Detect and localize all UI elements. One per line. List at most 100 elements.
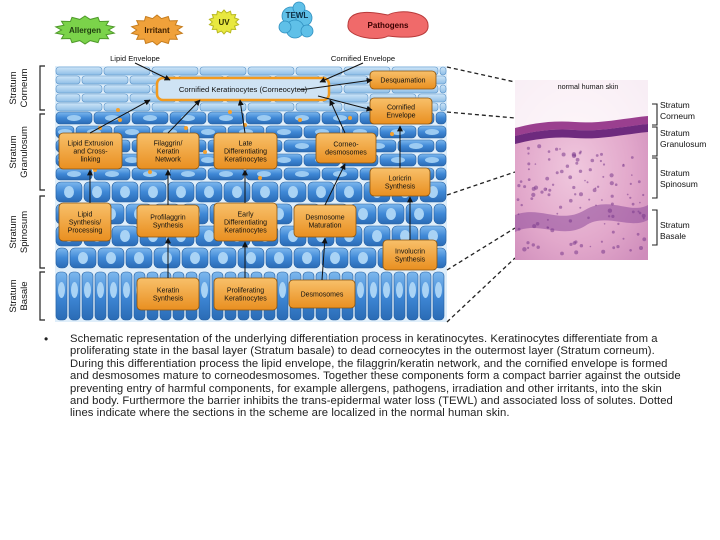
arrow (237, 99, 246, 134)
figure-caption: • Schematic representation of the underl… (44, 333, 684, 420)
process-box-shape (315, 132, 377, 164)
granulosum-band (515, 124, 648, 144)
process-box-text: Differentiating (224, 219, 267, 226)
lamellar-granule (298, 118, 302, 122)
tissue-nucleus (631, 174, 633, 176)
process-box-text: Involucrin (395, 248, 425, 255)
tissue-nucleus (527, 178, 531, 182)
tissue-nucleus (522, 247, 527, 252)
tissue-nucleus (584, 179, 586, 182)
histology-label-text: Basale (660, 231, 686, 241)
tissue-nucleus (546, 218, 549, 221)
histology-label-text: Granulosum (660, 139, 706, 149)
process-box-text: Profilaggrin (150, 214, 186, 221)
stratum-label-text: Stratum (8, 71, 19, 104)
lamellar-granule (184, 126, 188, 130)
stratum-label-text: Corneum (19, 68, 30, 107)
tissue-nucleus (614, 183, 618, 186)
tissue-nucleus (622, 164, 625, 167)
nucleus (105, 171, 119, 177)
tissue-nucleus (548, 188, 552, 192)
tissue-nucleus (547, 193, 551, 197)
tissue-nucleus (602, 175, 605, 178)
stratum-label-text: Stratum (8, 215, 19, 248)
tissue-nucleus (527, 168, 530, 171)
nucleus (120, 230, 130, 242)
nucleus (64, 186, 74, 198)
droplet-icon (292, 1, 306, 15)
nucleus (372, 230, 382, 242)
tissue-nucleus (594, 187, 597, 190)
stimulus-label: Allergen (69, 26, 101, 35)
tissue-nucleus (551, 183, 555, 186)
process-box-text: Differentiating (224, 148, 267, 155)
corneocyte-cell (439, 102, 447, 112)
process-box-text: Network (155, 157, 181, 164)
tissue-nucleus (588, 198, 591, 201)
nucleus (357, 282, 364, 298)
lamellar-granule (348, 116, 352, 120)
dotted-connector (446, 227, 516, 271)
nucleus (386, 208, 396, 220)
nucleus (391, 157, 405, 163)
corneocyte-cell (55, 84, 103, 94)
tissue-nucleus (546, 226, 549, 229)
starburst-icon (130, 14, 184, 46)
process-box-text: Synthesis (385, 183, 416, 190)
spinous-cell (433, 203, 447, 225)
tissue-nucleus (537, 144, 542, 149)
caption-text: Schematic representation of the underlyi… (70, 333, 681, 420)
tissue-nucleus (602, 163, 606, 166)
tissue-nucleus (527, 152, 530, 155)
nucleus (176, 186, 186, 198)
nucleus (181, 171, 195, 177)
tissue-nucleus (596, 185, 600, 188)
nucleus (67, 115, 81, 121)
tissue-nucleus (595, 204, 597, 207)
nucleus (58, 282, 65, 298)
dotted-connector (446, 111, 516, 119)
lipid-envelope-label: Lipid Envelope (110, 54, 160, 63)
nucleus (295, 171, 309, 177)
tissue-nucleus (534, 163, 537, 165)
tissue-nucleus (526, 146, 531, 150)
process-box-text: desmosomes (325, 149, 367, 156)
tissue-nucleus (565, 164, 570, 168)
stratum-label-text: Spinosum (19, 211, 30, 253)
tissue-nucleus (641, 213, 646, 218)
arrow (321, 237, 328, 281)
lamellar-granule (148, 170, 152, 174)
histology-label-text: Corneum (660, 111, 695, 121)
nucleus (219, 115, 233, 121)
corneocyte-cell (55, 93, 81, 103)
process-box-text: Early (238, 211, 254, 218)
nucleus (358, 208, 368, 220)
tissue-nucleus (636, 232, 640, 236)
tissue-nucleus (578, 151, 582, 155)
tissue-nucleus (571, 152, 577, 157)
nucleus (257, 171, 271, 177)
tissue-nucleus (555, 147, 559, 151)
tissue-nucleus (560, 251, 564, 256)
arrow (299, 77, 373, 91)
tissue-nucleus (611, 214, 615, 218)
tissue-nucleus (574, 193, 577, 196)
stimulus-label: Irritant (144, 26, 170, 35)
nucleus (288, 186, 298, 198)
nucleus (358, 252, 368, 264)
bracket (652, 209, 658, 246)
nucleus (295, 143, 309, 149)
stimulus-label: Pathogens (368, 21, 409, 30)
nucleus (428, 230, 438, 242)
tissue-nucleus (610, 194, 614, 198)
corneocyte-cell (439, 66, 447, 76)
